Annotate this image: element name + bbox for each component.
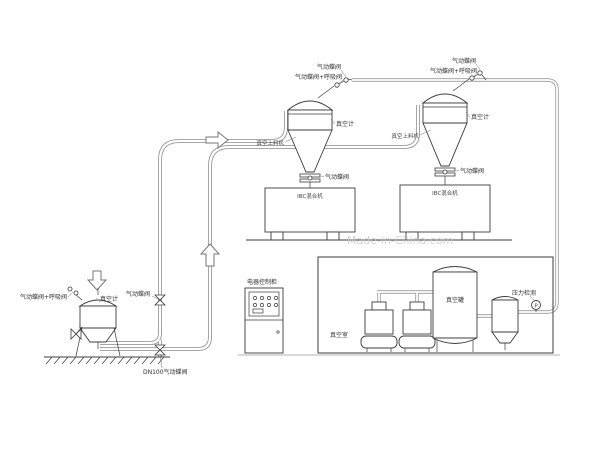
vacuum-receiver-1: 气动蝶阀 气动蝶阀+呼吸阀 真空计 真空上料机 气动蝶阀 IBC混合机: [256, 63, 356, 241]
pressure-detect-label: 压力检测: [512, 289, 536, 297]
pump-room: 真空室 真空罐: [317, 256, 554, 354]
vacuum-receiver-2: 气动蝶阀 气动蝶阀+呼吸阀 真空计 真空上料机 气动蝶阀 IBC混合机: [391, 57, 491, 241]
receiver1-top-valve-label: 气动蝶阀: [317, 63, 341, 71]
feeder-body: [79, 305, 117, 329]
vacuum-pump-2: [398, 301, 436, 352]
cabinet-label: 电器控制柜: [247, 278, 277, 286]
pressure-gauge-letter: P: [534, 304, 538, 310]
pressure-gauge: P 压力检测: [512, 289, 541, 312]
receiver1-top-breather-label: 气动蝶阀+呼吸阀: [295, 73, 342, 81]
riser-butterfly-valve-icon: [154, 294, 166, 301]
pressure-gauge-icon: [531, 300, 541, 310]
dn100-butterfly-valve-icon: [154, 344, 166, 351]
riser-valve-label: 气动蝶阀: [126, 290, 150, 298]
room-label: 真空室: [330, 331, 348, 339]
vacuum-pump-1: [360, 301, 398, 352]
receiver2-top-valve-icon: [477, 70, 483, 76]
receiver2-top-breather-label: 气动蝶阀+呼吸阀: [430, 67, 477, 75]
tank-label: 真空罐: [446, 296, 464, 304]
room-outline: [317, 256, 554, 354]
feeder-top-valve-icon: [73, 290, 79, 296]
flow-arrow-down-icon: [86, 270, 108, 291]
receiver2-top-breather-valve-icon: [469, 75, 475, 81]
receiver1-stand: [264, 187, 356, 233]
receiver2-cone: [422, 122, 468, 167]
receiver1-dome: [286, 100, 334, 111]
receiver2-top-valve-label: 气动蝶阀: [452, 57, 476, 65]
receiver2-stand: [399, 184, 491, 233]
receiver1-discharge-valve-label: 气动蝶阀: [325, 173, 349, 181]
receiver2-discharge-valve-label: 气动蝶阀: [460, 167, 484, 175]
receiver1-unit-label: 真空上料机: [256, 139, 284, 147]
feeder-vacuum-gauge-label: 真空计: [100, 295, 118, 303]
vacuum-tank: 真空罐: [432, 266, 478, 352]
vacuum-pipe: [352, 78, 559, 314]
feeder-cone: [79, 327, 117, 343]
flow-arrow-up-icon: [199, 243, 221, 267]
feeder-station: 气动蝶阀+呼吸阀 真空计 气动蝶阀 DN100气动蝶阀: [20, 286, 188, 376]
conveying-pipes: [100, 105, 420, 357]
inline-filter: [491, 296, 519, 350]
receiver2-body: [422, 102, 468, 124]
cabinet-body: [244, 287, 284, 354]
control-cabinet: 电器控制柜: [244, 278, 284, 354]
receiver2-dome: [421, 93, 469, 104]
receiver1-cone: [287, 129, 333, 173]
receiver2-unit-label: 真空上料机: [391, 132, 419, 140]
receiver1-vacuum-gauge-label: 真空计: [336, 120, 354, 128]
receiver2-vacuum-gauge-label: 真空计: [471, 113, 489, 121]
receiver2-stand-label: IBC混合机: [432, 189, 458, 197]
receiver1-top-breather-valve-icon: [334, 82, 340, 88]
pump-suction-pipes: [377, 266, 492, 318]
feeder-breather-valve-label: 气动蝶阀+呼吸阀: [20, 293, 67, 301]
ground: [44, 354, 560, 365]
watermark-text: Made-in-China.com: [347, 234, 453, 247]
flow-arrow-right-icon: [205, 130, 229, 150]
receiver1-top-valve-icon: [343, 77, 349, 83]
feeder-breather-valve-icon: [67, 286, 73, 292]
receiver1-body: [287, 109, 333, 131]
receiver1-stand-label: IBC混合机: [297, 192, 323, 200]
dn100-valve-label: DN100气动蝶阀: [143, 368, 188, 376]
